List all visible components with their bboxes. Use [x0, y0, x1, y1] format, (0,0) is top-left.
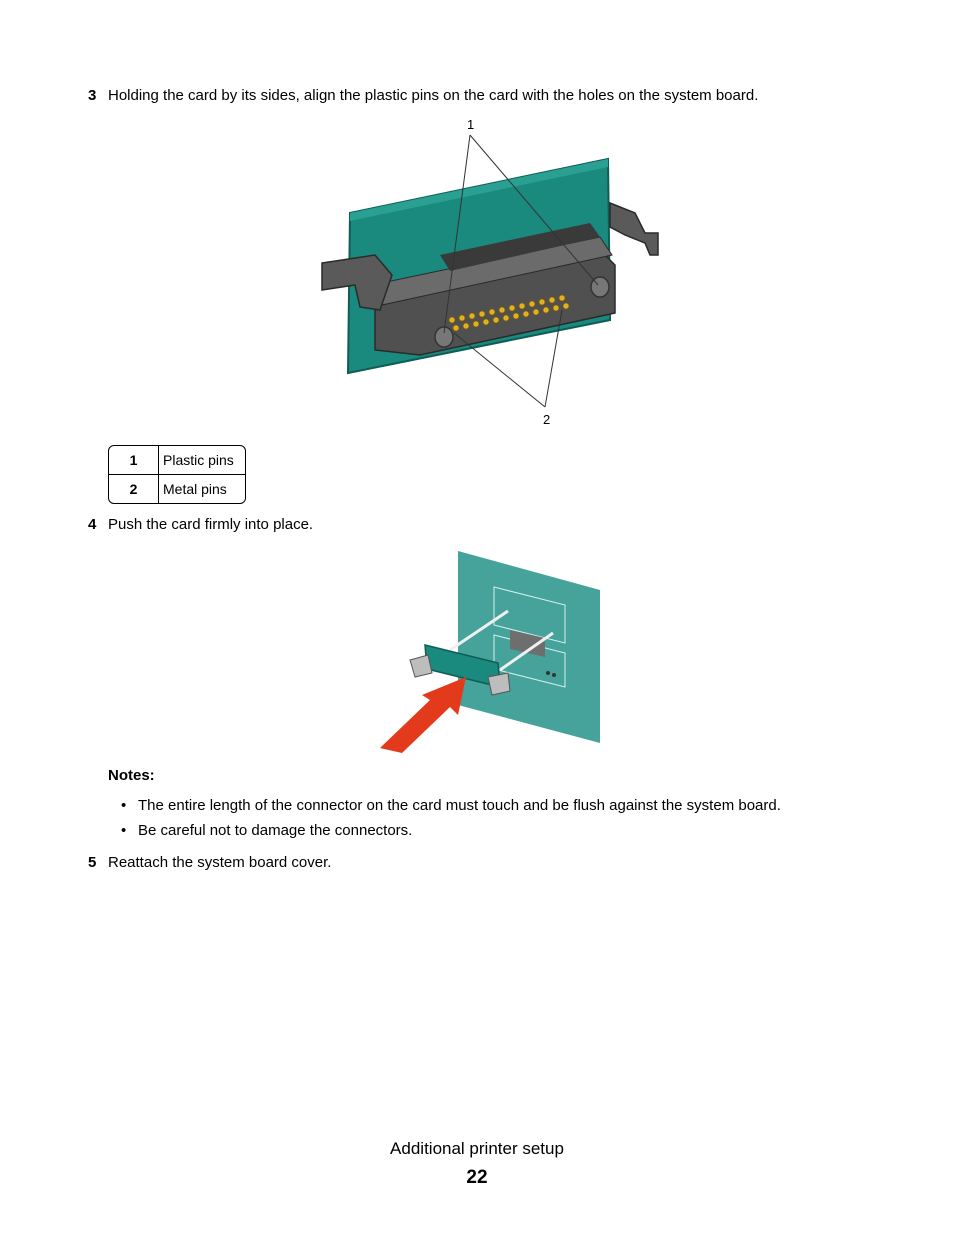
alignment-guide-bottom — [499, 631, 554, 672]
legend-key: 1 — [109, 446, 159, 475]
list-item: • Be careful not to damage the connector… — [108, 822, 781, 847]
notes-list: • The entire length of the connector on … — [108, 797, 781, 847]
board-outline-upper — [493, 586, 566, 644]
step-number: 5 — [88, 854, 97, 871]
metal-pins — [448, 294, 570, 332]
step-text: Holding the card by its sides, align the… — [108, 87, 759, 104]
step-text: Push the card firmly into place. — [108, 516, 314, 533]
board-component — [546, 671, 550, 675]
card-connector-illustration: 1 2 — [321, 117, 659, 427]
card-clip-right — [487, 672, 511, 696]
callout-label-1: 1 — [467, 117, 474, 132]
card-clip-left — [409, 654, 433, 678]
left-clip — [321, 254, 393, 311]
note-text: Be careful not to damage the connectors. — [138, 822, 413, 839]
legend-label: Metal pins — [163, 481, 227, 497]
step-text: Reattach the system board cover. — [108, 854, 332, 871]
list-item: • The entire length of the connector on … — [108, 797, 781, 822]
board-socket — [510, 630, 545, 657]
callout-label-2: 2 — [543, 412, 550, 427]
bullet-icon: • — [121, 797, 127, 814]
step-number: 4 — [88, 516, 97, 533]
callout-lines — [443, 134, 599, 408]
card-insertion-illustration — [380, 551, 600, 753]
bullet-icon: • — [121, 822, 127, 839]
plastic-pin-left — [434, 326, 454, 348]
callout-legend-table: 1 Plastic pins 2 Metal pins — [108, 445, 246, 504]
legend-key: 2 — [109, 475, 159, 503]
note-text: The entire length of the connector on th… — [138, 797, 781, 814]
card-edge-highlight — [350, 159, 608, 221]
table-row: 2 Metal pins — [109, 475, 245, 503]
board-component — [552, 673, 556, 677]
push-direction-arrow-icon — [380, 677, 466, 753]
alignment-guide-top — [449, 609, 509, 652]
footer-section-title: Additional printer setup — [390, 1139, 564, 1158]
table-row: 1 Plastic pins — [109, 446, 245, 475]
legend-label: Plastic pins — [159, 446, 245, 475]
notes-heading: Notes: — [108, 767, 155, 784]
page-number: 22 — [466, 1167, 488, 1188]
step-number: 3 — [88, 87, 97, 104]
right-clip — [609, 201, 659, 256]
connector-slot — [440, 223, 600, 271]
